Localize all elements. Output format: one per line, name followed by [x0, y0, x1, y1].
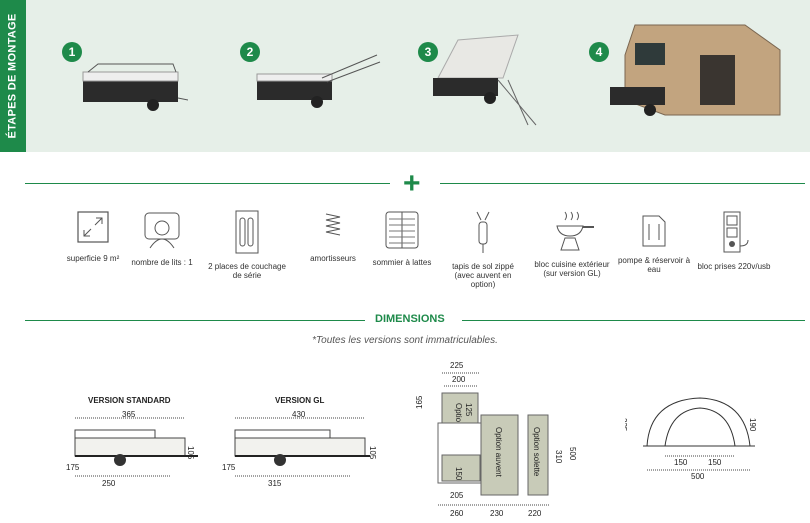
assembly-steps-banner: ÉTAPES DE MONTAGE 1 2 3 4	[0, 0, 810, 152]
steps-title: ÉTAPES DE MONTAGE	[7, 13, 19, 139]
registration-note: *Toutes les versions sont immatriculable…	[312, 335, 498, 346]
area-icon	[77, 211, 109, 243]
side-total: 500	[691, 472, 705, 481]
step-badge: 4	[589, 42, 609, 62]
power-socket-icon	[723, 211, 749, 253]
slatted-base-icon	[385, 211, 419, 249]
side-right: 150	[708, 458, 722, 467]
standard-dimension-drawing: 365 105 175 250	[66, 410, 198, 488]
feature-area: superficie 9 m²	[53, 210, 133, 263]
plus-icon: +	[403, 167, 421, 200]
plan-awning-width: 230	[490, 509, 504, 518]
side-height: 235	[625, 418, 628, 432]
bed-icon	[144, 212, 180, 249]
plan-awning-label: Option auvent	[494, 427, 503, 478]
standard-width: 250	[102, 479, 116, 488]
dimensions-title: DIMENSIONS	[375, 313, 445, 325]
feature-groundsheet: tapis de sol zippé (avec auvent en optio…	[443, 210, 523, 289]
plan-option-label: Option	[454, 403, 463, 427]
feature-shocks: amortisseurs	[293, 210, 373, 263]
plan-bottom-inner: 205	[450, 491, 464, 500]
floor-plan-drawing: 225 200 165 Option 125 150 360 205 Optio…	[410, 361, 577, 518]
step-badge: 3	[418, 42, 438, 62]
divider	[25, 320, 365, 321]
side-profile-drawing: 235 190 150 150 500	[625, 397, 757, 481]
plan-top-inner: 200	[452, 375, 466, 384]
divider	[440, 183, 805, 184]
trailer-tent-rising-image	[433, 34, 537, 126]
cooking-icon	[556, 211, 594, 251]
standard-height: 105	[186, 446, 195, 460]
plan-bottom-outer: 260	[450, 509, 464, 518]
plan-depth: 360	[410, 441, 412, 455]
divider	[25, 183, 390, 184]
feature-water: pompe & réservoir à eau	[614, 210, 694, 274]
feature-sockets: bloc prises 220v/usb	[694, 210, 774, 271]
side-inner-height: 190	[748, 418, 757, 432]
feature-slats: sommier à lattes	[362, 210, 442, 267]
steps-title-bar: ÉTAPES DE MONTAGE	[0, 0, 26, 152]
gl-dimension-drawing: 430 105 175 315	[222, 410, 377, 488]
plan-awning-depth: 310	[554, 450, 563, 464]
zip-icon	[476, 211, 490, 253]
standard-length: 365	[122, 410, 136, 419]
feature-sleeping: 2 places de couchage de série	[207, 210, 287, 280]
trailer-closed-image	[82, 63, 188, 111]
step-badge: 1	[62, 42, 82, 62]
version-standard-title: VERSION STANDARD	[88, 396, 171, 405]
trailer-tent-open-image	[610, 24, 781, 116]
trailer-opening-image	[256, 54, 381, 108]
feature-kitchen: bloc cuisine extérieur (sur version GL)	[532, 210, 612, 278]
plan-total-depth: 500	[568, 447, 577, 461]
spring-icon	[325, 213, 341, 236]
water-tank-icon	[642, 215, 666, 247]
plan-sunroof-label: Option solette	[532, 427, 541, 477]
standard-drawbar: 175	[66, 463, 80, 472]
plan-top-outer: 225	[450, 361, 464, 370]
plan-bed: 150	[454, 467, 463, 481]
version-gl-title: VERSION GL	[275, 396, 325, 405]
gl-height: 105	[368, 446, 377, 460]
divider	[462, 320, 805, 321]
gl-width: 315	[268, 479, 282, 488]
side-left: 150	[674, 458, 688, 467]
sleeping-places-icon	[235, 210, 259, 254]
plan-top-depth: 165	[415, 395, 424, 409]
feature-beds: nombre de lits : 1	[122, 210, 202, 267]
plan-sunroof-width: 220	[528, 509, 542, 518]
gl-length: 430	[292, 410, 306, 419]
step-badge: 2	[240, 42, 260, 62]
gl-drawbar: 175	[222, 463, 236, 472]
plan-option-size: 125	[464, 403, 473, 417]
